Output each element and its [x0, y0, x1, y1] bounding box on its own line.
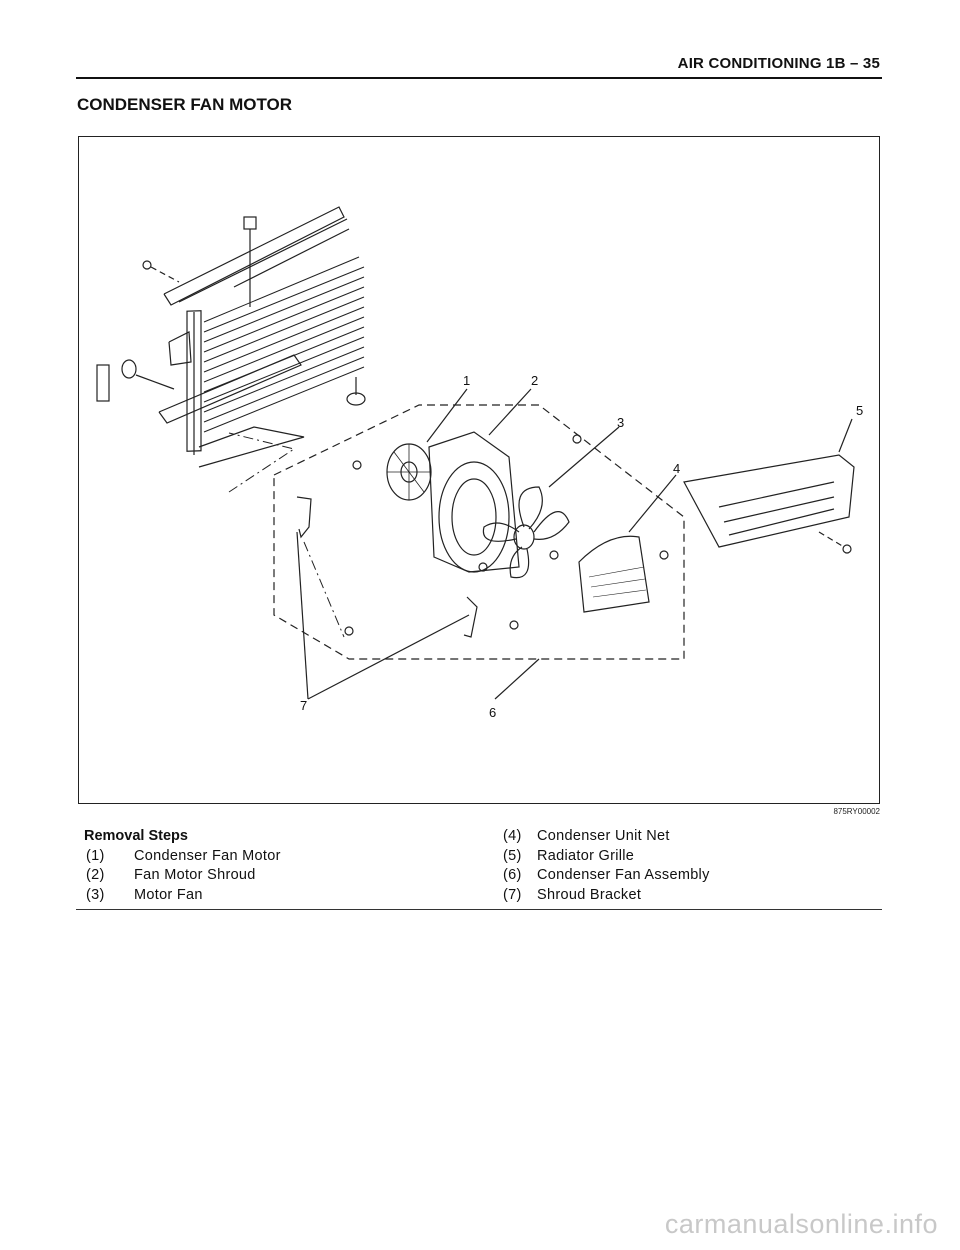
callout-7: 7: [300, 698, 307, 713]
list-item: (7) Shroud Bracket: [503, 886, 710, 906]
callout-2: 2: [531, 373, 538, 388]
fan-motor-shroud: [428, 431, 520, 573]
callout-leaders: [296, 388, 853, 700]
shroud-bracket: [296, 496, 519, 638]
radiator-grille: [683, 454, 855, 554]
step-number: (7): [503, 886, 522, 903]
callout-6: 6: [489, 705, 496, 720]
removal-steps-heading: Removal Steps: [84, 828, 188, 844]
step-label: Radiator Grille: [537, 847, 635, 864]
condenser-unit-net: [578, 535, 650, 613]
step-label: Condenser Unit Net: [537, 828, 670, 844]
list-item: (4) Condenser Unit Net: [503, 827, 710, 847]
step-number: (2): [86, 867, 105, 883]
step-label: Motor Fan: [134, 886, 203, 903]
motor-fan: [482, 486, 570, 579]
list-item: (1) Condenser Fan Motor: [84, 847, 281, 867]
list-item: (2) Fan Motor Shroud: [84, 866, 281, 886]
list-item: (6) Condenser Fan Assembly: [503, 866, 710, 886]
step-label: Fan Motor Shroud: [134, 867, 256, 883]
removal-steps-right: (4) Condenser Unit Net (5) Radiator Grille…: [503, 827, 710, 905]
section-divider: [76, 909, 882, 910]
callout-4: 4: [673, 461, 680, 476]
step-label: Condenser Fan Motor: [134, 847, 281, 864]
step-number: (3): [86, 886, 105, 903]
step-label: Condenser Fan Assembly: [537, 867, 710, 883]
page-header-title: AIR CONDITIONING 1B – 35: [677, 55, 880, 72]
step-label: Shroud Bracket: [537, 886, 642, 903]
header-divider: [76, 77, 882, 79]
page-title: CONDENSER FAN MOTOR: [77, 95, 293, 114]
step-number: (5): [503, 847, 522, 864]
list-item: (3) Motor Fan: [84, 886, 281, 906]
figure-id: 875RY00002: [833, 807, 880, 816]
callout-3: 3: [617, 415, 624, 430]
removal-steps-left: Removal Steps (1) Condenser Fan Motor (2)…: [84, 827, 281, 905]
condenser-core: [158, 256, 365, 468]
exploded-diagram-frame: 1 2 3 4 5 6 7: [78, 136, 880, 804]
callout-5: 5: [856, 403, 863, 418]
step-number: (1): [86, 847, 105, 864]
watermark: carmanualsonline.info: [664, 1209, 938, 1239]
exploded-diagram: 1 2 3 4 5 6 7: [96, 206, 863, 720]
list-item: (5) Radiator Grille: [503, 847, 710, 867]
fan-motor: [386, 443, 432, 501]
step-number: (6): [503, 867, 522, 883]
callout-1: 1: [463, 373, 470, 388]
bolts: [352, 434, 669, 572]
condenser-mount-parts: [96, 216, 366, 406]
condenser-top-rail: [163, 206, 350, 306]
step-number: (4): [503, 828, 522, 844]
fan-assembly-outline: [273, 404, 685, 660]
